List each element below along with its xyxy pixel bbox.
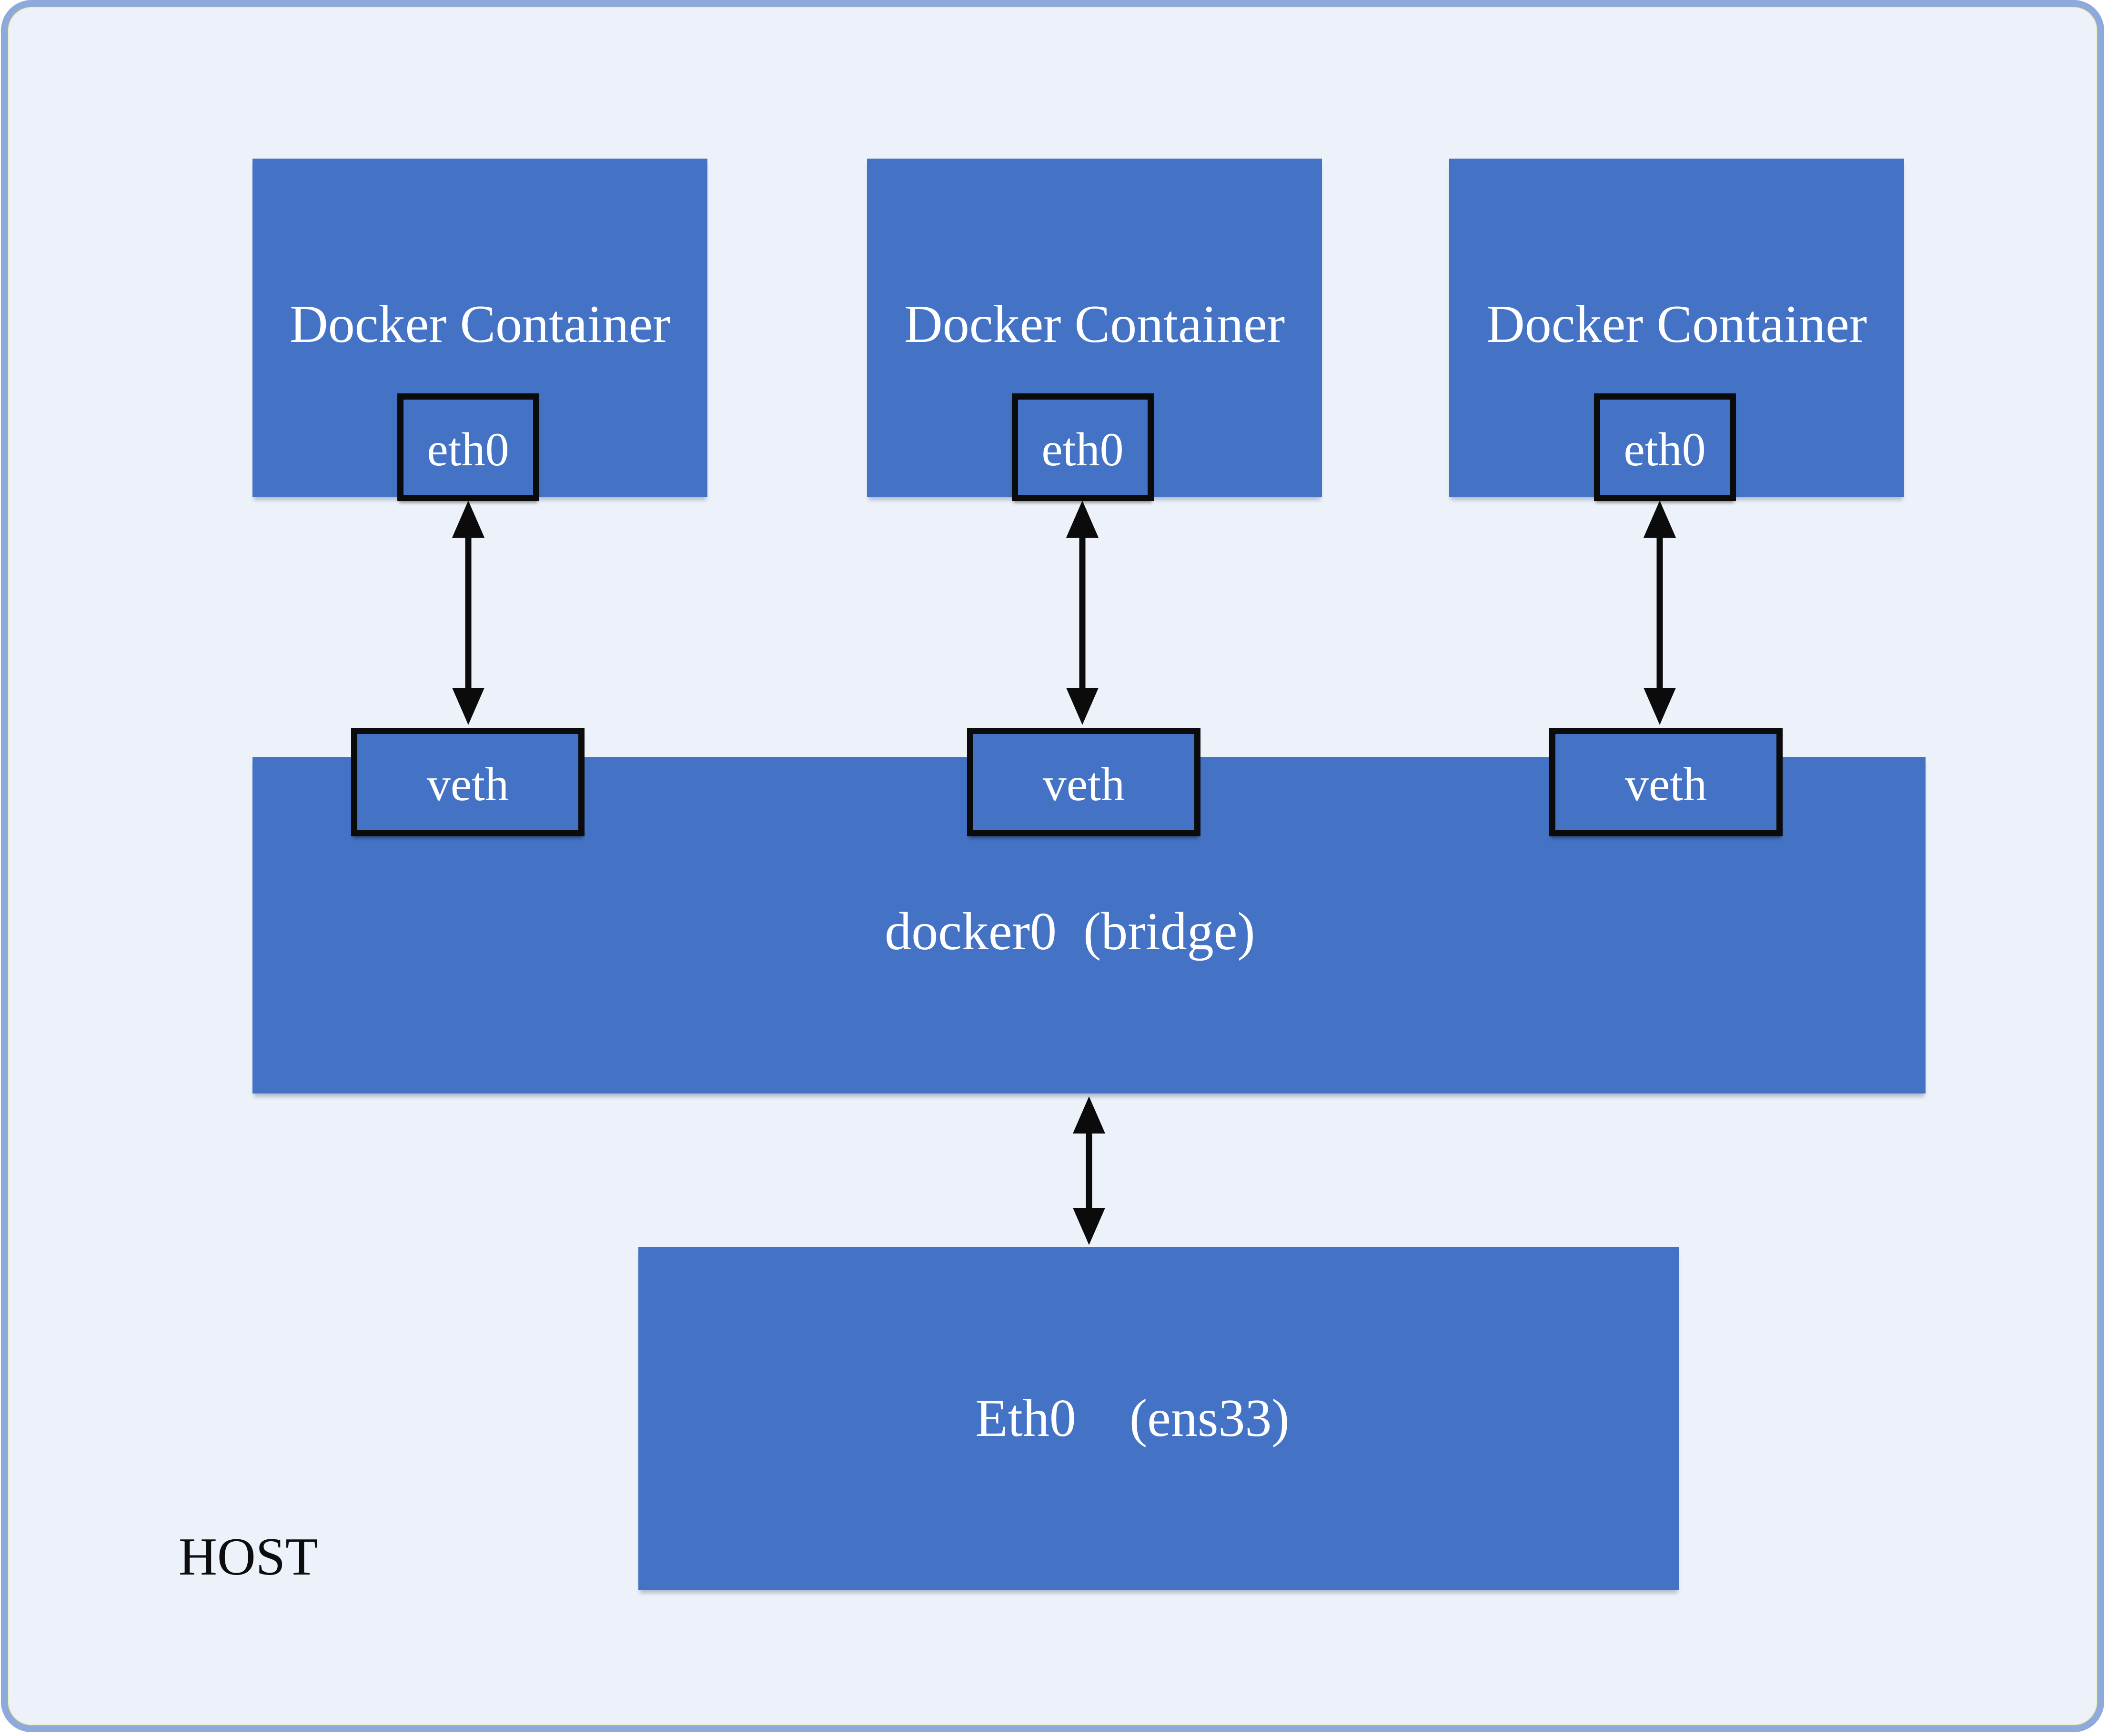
veth-box-1: veth <box>351 728 585 836</box>
veth-box-3: veth <box>1549 728 1783 836</box>
double-arrow-icon-1 <box>449 500 487 726</box>
eth0-label-1: eth0 <box>427 423 509 476</box>
docker-container-1: Docker Container eth0 <box>252 159 707 501</box>
docker-container-2-label: Docker Container <box>904 295 1285 354</box>
double-arrow-icon-2 <box>1063 500 1101 726</box>
eth0-box-3: eth0 <box>1594 393 1736 501</box>
docker-container-1-label: Docker Container <box>289 295 671 354</box>
eth0-label-3: eth0 <box>1624 423 1706 476</box>
veth-label-2: veth <box>1042 758 1125 811</box>
veth-box-2: veth <box>967 728 1200 836</box>
veth-label-3: veth <box>1624 758 1707 811</box>
eth0-label-2: eth0 <box>1041 423 1124 476</box>
docker0-bridge-label: docker0 (bridge) <box>885 902 1255 961</box>
docker-container-2: Docker Container eth0 <box>867 159 1322 501</box>
eth0-box-2: eth0 <box>1011 393 1154 501</box>
docker-container-3: Docker Container eth0 <box>1449 159 1904 501</box>
double-arrow-icon-bridge-eth0 <box>1070 1095 1108 1246</box>
host-eth0-box: Eth0 (ens33) <box>638 1247 1679 1590</box>
double-arrow-icon-3 <box>1641 500 1679 726</box>
veth-label-1: veth <box>426 758 509 811</box>
host-eth0-label: Eth0 (ens33) <box>975 1389 1290 1448</box>
eth0-box-1: eth0 <box>397 393 539 501</box>
docker-container-3-label: Docker Container <box>1486 295 1867 354</box>
host-label: HOST <box>179 1527 318 1586</box>
